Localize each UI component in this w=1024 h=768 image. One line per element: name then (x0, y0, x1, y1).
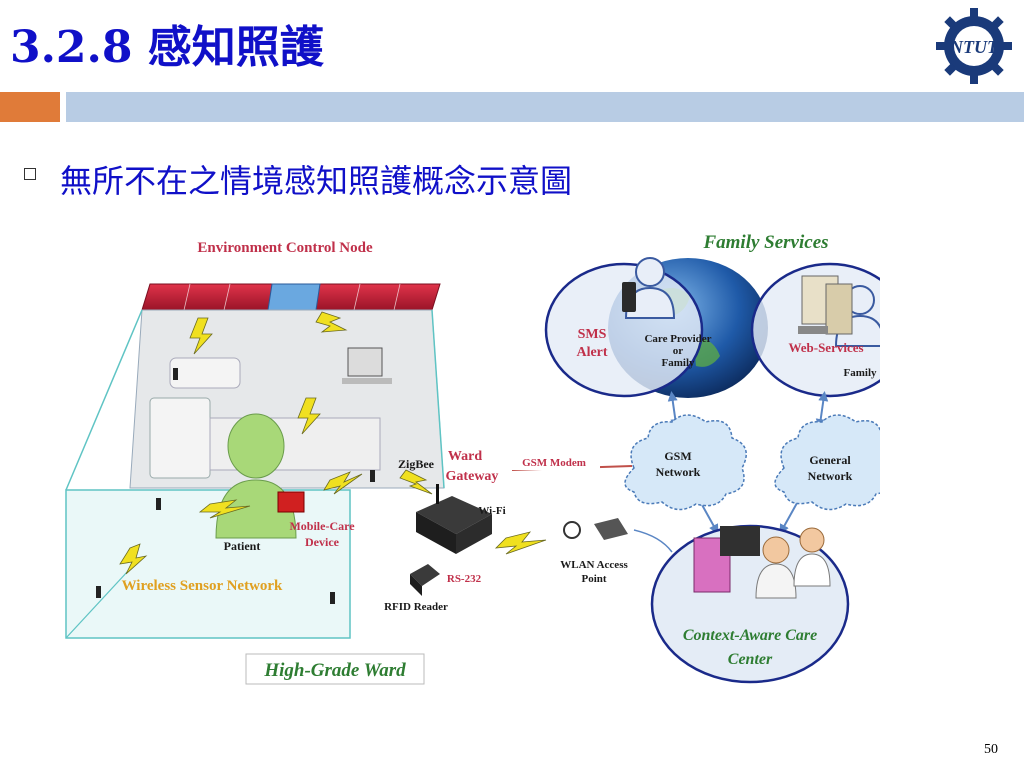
family-services-label: Family Services (702, 232, 828, 253)
mobile-care-device-icon (277, 491, 305, 513)
title-accent-bar (0, 92, 60, 122)
care-provider-label-3: Family (662, 357, 695, 369)
mobile-care-label-1: Mobile-Care (289, 519, 355, 533)
patient-label: Patient (224, 539, 261, 553)
ward-gateway-label-2: Gateway (446, 469, 499, 484)
page-number: 50 (984, 742, 998, 757)
sms-label-2: Alert (576, 345, 607, 360)
mobile-care-label-2: Device (305, 535, 340, 549)
wlan-label-2: Point (581, 573, 606, 585)
zigbee-label: ZigBee (398, 457, 435, 471)
care-provider-label-2: or (673, 345, 684, 357)
ward-gateway-label-1: Ward (448, 449, 482, 464)
family-label: Family (844, 367, 877, 379)
university-gear-logo-icon: NTUT (936, 8, 1012, 84)
wlan-access-point-icon (563, 518, 628, 540)
computer-server-icon (798, 275, 853, 335)
room-monitor-icon (342, 347, 392, 384)
care-provider-person-icon (622, 257, 676, 319)
wsn-label: Wireless Sensor Network (122, 578, 283, 594)
logo-text: NTUT (949, 37, 999, 57)
wireless-link-icons (119, 311, 547, 575)
gsm-network-label-1: GSM (664, 449, 691, 463)
roof-solar-panel (267, 283, 321, 311)
patient-figure (215, 413, 297, 539)
care-concept-diagram: Environment Control Node Patient Mobile-… (65, 232, 880, 685)
rs232-label: RS-232 (447, 573, 482, 585)
general-network-cloud (774, 414, 880, 511)
env-control-node-label: Environment Control Node (197, 240, 373, 256)
wlan-label-1: WLAN Access (560, 559, 628, 571)
care-provider-label-1: Care Provider (644, 333, 711, 345)
gsm-modem-label: GSM Modem (522, 457, 586, 469)
sms-label-1: SMS (578, 327, 607, 342)
care-center-label-2: Center (728, 651, 773, 668)
arrow-web-general (815, 391, 829, 429)
slide-title: 3.2.8 感知照護 (10, 22, 324, 73)
care-center-label-1: Context-Aware Care (683, 627, 817, 644)
gsm-network-cloud (624, 414, 747, 511)
general-network-label-2: Network (808, 469, 853, 483)
high-grade-ward-label: High-Grade Ward (263, 660, 406, 681)
rfid-reader-label: RFID Reader (384, 601, 448, 613)
gsm-network-label-2: Network (656, 465, 701, 479)
sensor-node-icons (96, 368, 375, 604)
title-rule-bar (66, 92, 1024, 122)
rfid-reader-icon (410, 564, 440, 596)
wifi-label: Wi-Fi (478, 505, 505, 517)
bullet-text: 無所不在之情境感知照護概念示意圖 (60, 162, 573, 200)
general-network-label-1: General (809, 453, 851, 467)
web-services-label: Web-Services (788, 340, 863, 355)
bullet-square (24, 168, 36, 180)
ward-gateway-router-icon (416, 484, 492, 554)
care-center-staff-icons (693, 526, 831, 599)
